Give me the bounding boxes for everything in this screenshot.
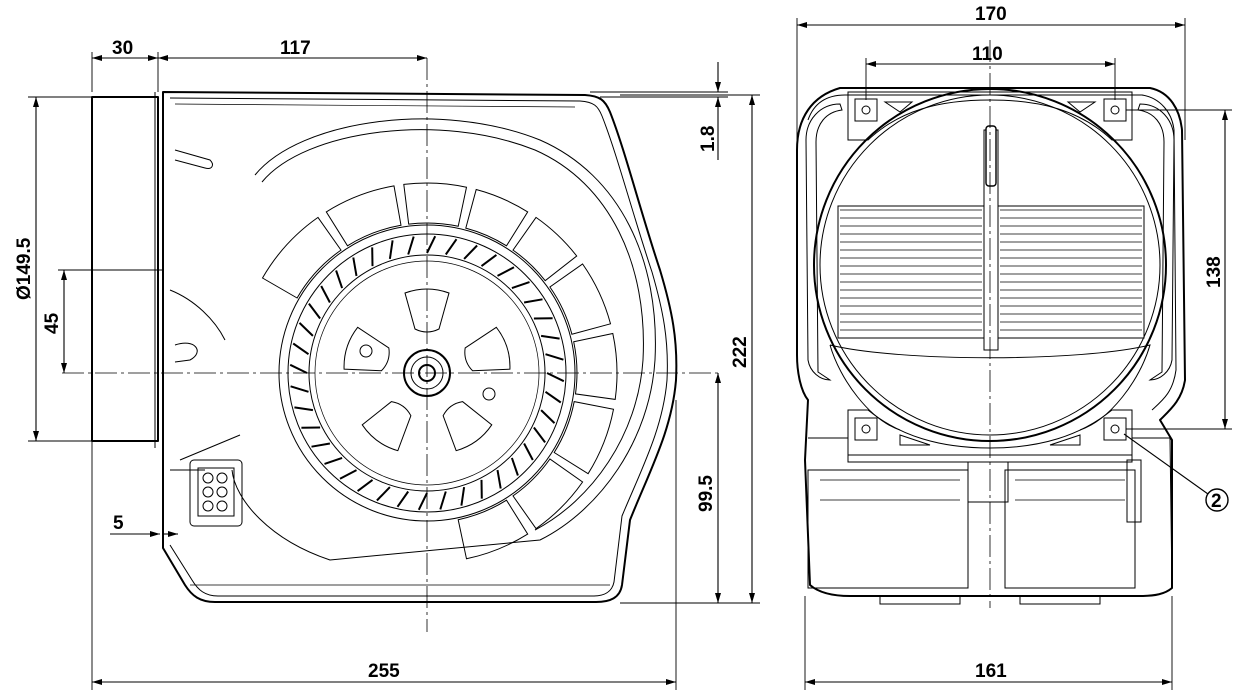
scroll-rib	[512, 216, 578, 282]
callout-bubble	[1205, 488, 1229, 512]
front-dimensions: 30 117 Ø149.5 45 5	[14, 38, 760, 690]
hub-windows	[343, 288, 511, 452]
blade	[510, 457, 519, 476]
blade	[407, 236, 415, 255]
blade	[523, 298, 543, 304]
scroll-rib	[325, 185, 402, 247]
blade	[540, 409, 556, 424]
scroll-rib	[512, 458, 584, 530]
dim-inlet-length: 30	[112, 38, 133, 59]
scroll-rib	[403, 182, 468, 227]
blade	[460, 486, 466, 506]
blade	[324, 456, 343, 465]
blade	[335, 270, 344, 289]
scroll-rib	[465, 188, 529, 247]
dim-side-overall-width: 170	[975, 4, 1007, 25]
blade	[533, 426, 546, 444]
scroll-rib	[549, 263, 612, 335]
dim-overall-width: 255	[368, 661, 400, 682]
blade	[388, 240, 394, 260]
dim-inlet-offset: 45	[42, 312, 63, 334]
scroll-rib	[261, 216, 342, 299]
dim-base-width: 161	[975, 661, 1007, 682]
blade	[292, 342, 310, 356]
blade	[308, 302, 321, 320]
scroll-rib	[553, 401, 615, 475]
blade	[545, 353, 564, 361]
blade	[311, 442, 331, 448]
blade	[290, 385, 309, 393]
blade	[480, 254, 498, 267]
hub-window	[404, 288, 450, 333]
blower-housing	[162, 91, 678, 603]
blade	[546, 372, 565, 383]
blade	[540, 334, 560, 340]
blade	[417, 492, 428, 511]
blade	[523, 443, 534, 461]
blade	[511, 281, 530, 290]
side-impeller-blades	[837, 205, 1145, 339]
dim-connector-offset: 5	[113, 513, 124, 534]
blade	[298, 322, 314, 337]
side-dimensions: 170 110 138 161 2	[796, 4, 1232, 690]
blade	[320, 285, 331, 303]
blade	[544, 390, 562, 404]
dim-hole-spacing-x: 110	[972, 44, 1003, 65]
scroll-rib	[457, 499, 529, 560]
blade	[356, 479, 374, 492]
hub-window	[442, 401, 493, 452]
dim-hole-spacing-y: 138	[1204, 256, 1225, 288]
dim-overall-height: 222	[730, 336, 751, 368]
hub-window	[343, 326, 390, 372]
blade	[444, 238, 458, 256]
side-housing	[796, 87, 1186, 597]
blade	[439, 491, 447, 510]
blade	[339, 469, 357, 480]
blade	[352, 257, 358, 277]
impeller-blades	[289, 235, 565, 511]
blade	[426, 235, 437, 254]
blade	[497, 266, 515, 277]
blade	[396, 490, 410, 508]
callout-number: 2	[1211, 491, 1222, 512]
front-view: 30 117 Ø149.5 45 5	[14, 38, 760, 690]
dim-axis-height: 99.5	[696, 475, 717, 512]
side-view: 170 110 138 161 2	[796, 4, 1232, 690]
electrical-connector	[189, 459, 243, 527]
blade	[463, 244, 478, 260]
blade	[294, 406, 314, 412]
scroll-rib	[573, 332, 618, 400]
motor-housing	[807, 437, 1173, 605]
hub-window	[464, 326, 511, 372]
blade	[376, 486, 391, 502]
hub-window	[361, 401, 412, 452]
dim-axis-to-inlet: 117	[280, 38, 311, 59]
blade	[289, 363, 308, 374]
blade	[496, 469, 502, 489]
dim-inlet-diameter: Ø149.5	[14, 237, 35, 300]
dim-top-step: 1.8	[698, 126, 719, 152]
scroll-ribs	[261, 182, 618, 560]
